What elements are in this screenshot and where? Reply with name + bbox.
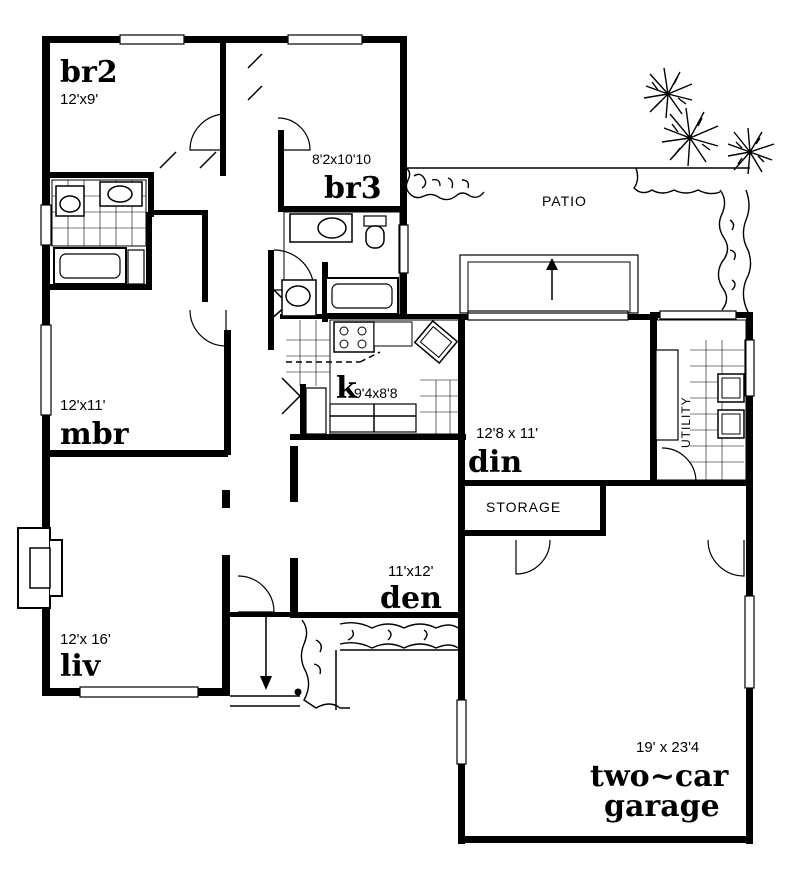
liv-name: liv <box>60 649 102 684</box>
den-dim: 11'x12' <box>388 563 434 580</box>
kitchen-dim: 9'4x8'8 <box>354 385 398 401</box>
din-name: din <box>468 445 522 480</box>
walls <box>42 36 753 844</box>
utility-label: UTILITY <box>679 396 693 448</box>
den-name: den <box>380 581 442 616</box>
garage-name-line1: two~car <box>590 759 730 794</box>
kitchen-fixtures <box>286 319 461 435</box>
entry <box>260 616 302 696</box>
br3-name: br3 <box>324 171 382 206</box>
br2-dim: 12'x9' <box>60 91 98 108</box>
br2-name: br2 <box>60 55 118 90</box>
din-dim: 12'8 x 11' <box>476 425 538 442</box>
kitchen-name: k <box>336 371 358 406</box>
utility-fixtures <box>655 319 747 481</box>
patio-label: PATIO <box>542 193 587 209</box>
garage-dim: 19' x 23'4 <box>636 739 699 756</box>
trees <box>643 67 775 175</box>
mbr-name: mbr <box>60 417 130 452</box>
planters <box>230 167 752 710</box>
bath-fixtures <box>51 179 401 317</box>
patio <box>406 167 750 314</box>
room-labels: br2 12'x9' 8'2x10'10 br3 12'x11' mbr k 9… <box>60 55 730 824</box>
fireplace <box>17 527 63 609</box>
storage-label: STORAGE <box>486 499 561 515</box>
mbr-dim: 12'x11' <box>60 397 106 414</box>
liv-dim: 12'x 16' <box>60 631 111 648</box>
garage-name-line2: garage <box>604 789 720 824</box>
br3-dim: 8'2x10'10 <box>312 151 371 167</box>
windows <box>40 34 755 765</box>
